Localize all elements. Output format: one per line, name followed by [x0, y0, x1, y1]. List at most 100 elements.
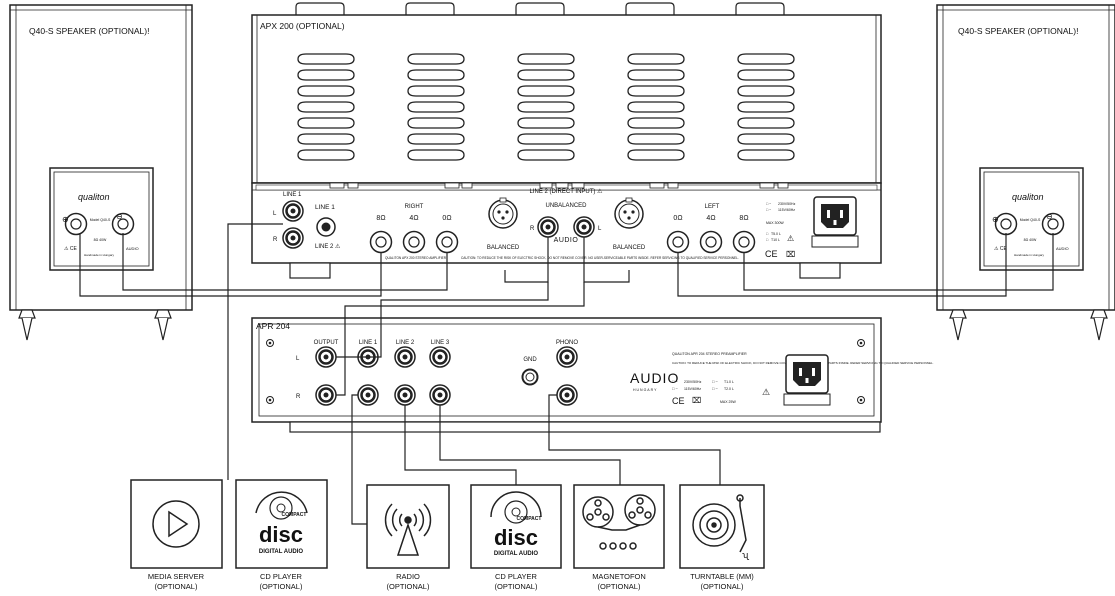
amp-line1-right-input[interactable]: [281, 226, 305, 250]
svg-text:Handmade in Hungary: Handmade in Hungary: [1014, 253, 1045, 257]
magnetofon-device: MAGNETOFON (OPTIONAL): [573, 484, 665, 591]
svg-text:GND: GND: [523, 357, 537, 363]
svg-text:(OPTIONAL): (OPTIONAL): [155, 582, 198, 591]
svg-text:HUNGARY: HUNGARY: [633, 388, 657, 392]
preamp-output-left[interactable]: [314, 345, 338, 369]
svg-text:AUDIO: AUDIO: [554, 237, 579, 244]
svg-text:LINE 2 ⚠: LINE 2 ⚠: [315, 243, 341, 250]
svg-text:(OPTIONAL): (OPTIONAL): [260, 582, 303, 591]
svg-text:T2.0 L: T2.0 L: [724, 387, 734, 391]
vent-slot: [737, 149, 795, 161]
svg-text:CD PLAYER: CD PLAYER: [495, 572, 538, 581]
svg-text:QUALITON APX 200 STEREO AMPLIF: QUALITON APX 200 STEREO AMPLIFIER: [385, 256, 447, 260]
svg-text:□ ~: □ ~: [672, 386, 679, 391]
amp-power-inlet[interactable]: [813, 196, 857, 236]
svg-text:AUDIO: AUDIO: [126, 246, 139, 251]
svg-text:115V/60Hz: 115V/60Hz: [684, 387, 701, 391]
preamp-line2-left-input[interactable]: [393, 345, 417, 369]
preamp-brand-logo: AUDIO: [630, 370, 679, 386]
svg-text:□: □: [766, 232, 769, 236]
svg-text:LINE 2: LINE 2: [396, 340, 415, 346]
svg-text:T10 L: T10 L: [771, 238, 780, 242]
svg-text:⚠: ⚠: [762, 387, 770, 397]
vent-slot: [517, 101, 575, 113]
preamp-output-right[interactable]: [314, 383, 338, 407]
svg-text:LINE 3: LINE 3: [431, 340, 450, 346]
preamp-line3-left-input[interactable]: [428, 345, 452, 369]
preamplifier-apr204: APR 204 OUTPUT L R LINE 1 LINE 2 LINE 3 …: [251, 317, 934, 433]
svg-text:LEFT: LEFT: [705, 204, 720, 210]
preamp-phono-left-input[interactable]: [555, 345, 579, 369]
svg-text:(OPTIONAL): (OPTIONAL): [598, 582, 641, 591]
vent-slot: [407, 69, 465, 81]
svg-text:(OPTIONAL): (OPTIONAL): [495, 582, 538, 591]
svg-text:MEDIA SERVER: MEDIA SERVER: [148, 572, 205, 581]
svg-text:CE: CE: [765, 249, 778, 259]
svg-text:MAX 300W: MAX 300W: [766, 221, 784, 225]
svg-text:COMPACT: COMPACT: [282, 512, 307, 518]
vent-slot: [737, 69, 795, 81]
vent-slot: [297, 85, 355, 97]
svg-text:BALANCED: BALANCED: [487, 245, 520, 251]
amp-right-4ohm-terminal[interactable]: [402, 230, 426, 254]
cables: [79, 223, 1054, 525]
left-speaker: Q40-S SPEAKER (OPTIONAL)! qualiton Model…: [9, 4, 193, 341]
preamp-phono-right-input[interactable]: [555, 383, 579, 407]
vent-slot: [407, 149, 465, 161]
svg-text:□ ~: □ ~: [712, 379, 719, 384]
vent-slot: [627, 149, 685, 161]
vent-slot: [627, 101, 685, 113]
svg-text:Model Q40-S: Model Q40-S: [90, 218, 111, 222]
svg-text:Model Q40-S: Model Q40-S: [1020, 218, 1041, 222]
svg-text:4Ω: 4Ω: [409, 215, 418, 222]
left-speaker-logo: qualiton: [78, 192, 110, 202]
vent-slot: [297, 149, 355, 161]
vent-slot: [627, 117, 685, 129]
svg-text:TURNTABLE (MM): TURNTABLE (MM): [690, 572, 754, 581]
amp-left-8ohm-terminal[interactable]: [732, 230, 756, 254]
amp-right-8ohm-terminal[interactable]: [369, 230, 393, 254]
preamp-line3-right-input[interactable]: [428, 383, 452, 407]
svg-text:⌧: ⌧: [786, 250, 795, 259]
compact-disc-icon: COMPACT disc DIGITAL AUDIO: [490, 491, 542, 557]
radio-tower-icon: [384, 503, 432, 556]
svg-text:⊕: ⊕: [62, 215, 69, 224]
amp-unbalanced-left-input[interactable]: [572, 215, 596, 239]
amp-left-0ohm-terminal[interactable]: [666, 230, 690, 254]
preamp-line2-right-input[interactable]: [393, 383, 417, 407]
amp-line1-left-input[interactable]: [281, 199, 305, 223]
svg-text:R: R: [296, 394, 301, 400]
right-speaker-title: Q40-S SPEAKER (OPTIONAL)!: [958, 26, 1078, 36]
vent-slot: [737, 133, 795, 145]
amp-left-4ohm-terminal[interactable]: [699, 230, 723, 254]
preamp-title: APR 204: [256, 321, 290, 331]
svg-text:disc: disc: [494, 525, 538, 550]
vent-slot: [737, 101, 795, 113]
svg-text:R: R: [530, 226, 535, 232]
amp-line2-direct-label: LINE 2 (DIRECT INPUT) ⚠: [530, 188, 604, 195]
vent-slot: [517, 117, 575, 129]
vent-slot: [627, 133, 685, 145]
svg-text:LINE 1: LINE 1: [283, 192, 302, 198]
vent-slot: [737, 117, 795, 129]
reel-tape-icon: [582, 494, 656, 550]
svg-text:R: R: [273, 237, 278, 243]
media-server-device: MEDIA SERVER (OPTIONAL): [130, 479, 223, 591]
preamp-power-inlet[interactable]: [785, 354, 829, 394]
svg-text:⚠ CE: ⚠ CE: [994, 246, 1007, 252]
turntable-icon: ʯ: [692, 494, 750, 560]
svg-text:RIGHT: RIGHT: [405, 204, 424, 210]
svg-text:AUDIO: AUDIO: [1056, 246, 1069, 251]
radio-device: RADIO (OPTIONAL): [366, 484, 450, 591]
svg-text:LINE 1: LINE 1: [315, 204, 335, 211]
vent-slot: [297, 53, 355, 65]
vent-slot: [407, 133, 465, 145]
svg-text:L: L: [296, 356, 300, 362]
vent-slot: [407, 53, 465, 65]
amp-right-0ohm-terminal[interactable]: [435, 230, 459, 254]
vent-slot: [407, 101, 465, 113]
svg-text:DIGITAL AUDIO: DIGITAL AUDIO: [494, 551, 539, 557]
svg-text:T1.0 L: T1.0 L: [724, 380, 734, 384]
preamp-line1-right-input[interactable]: [356, 383, 380, 407]
amp-unbalanced-right-input[interactable]: [536, 215, 560, 239]
